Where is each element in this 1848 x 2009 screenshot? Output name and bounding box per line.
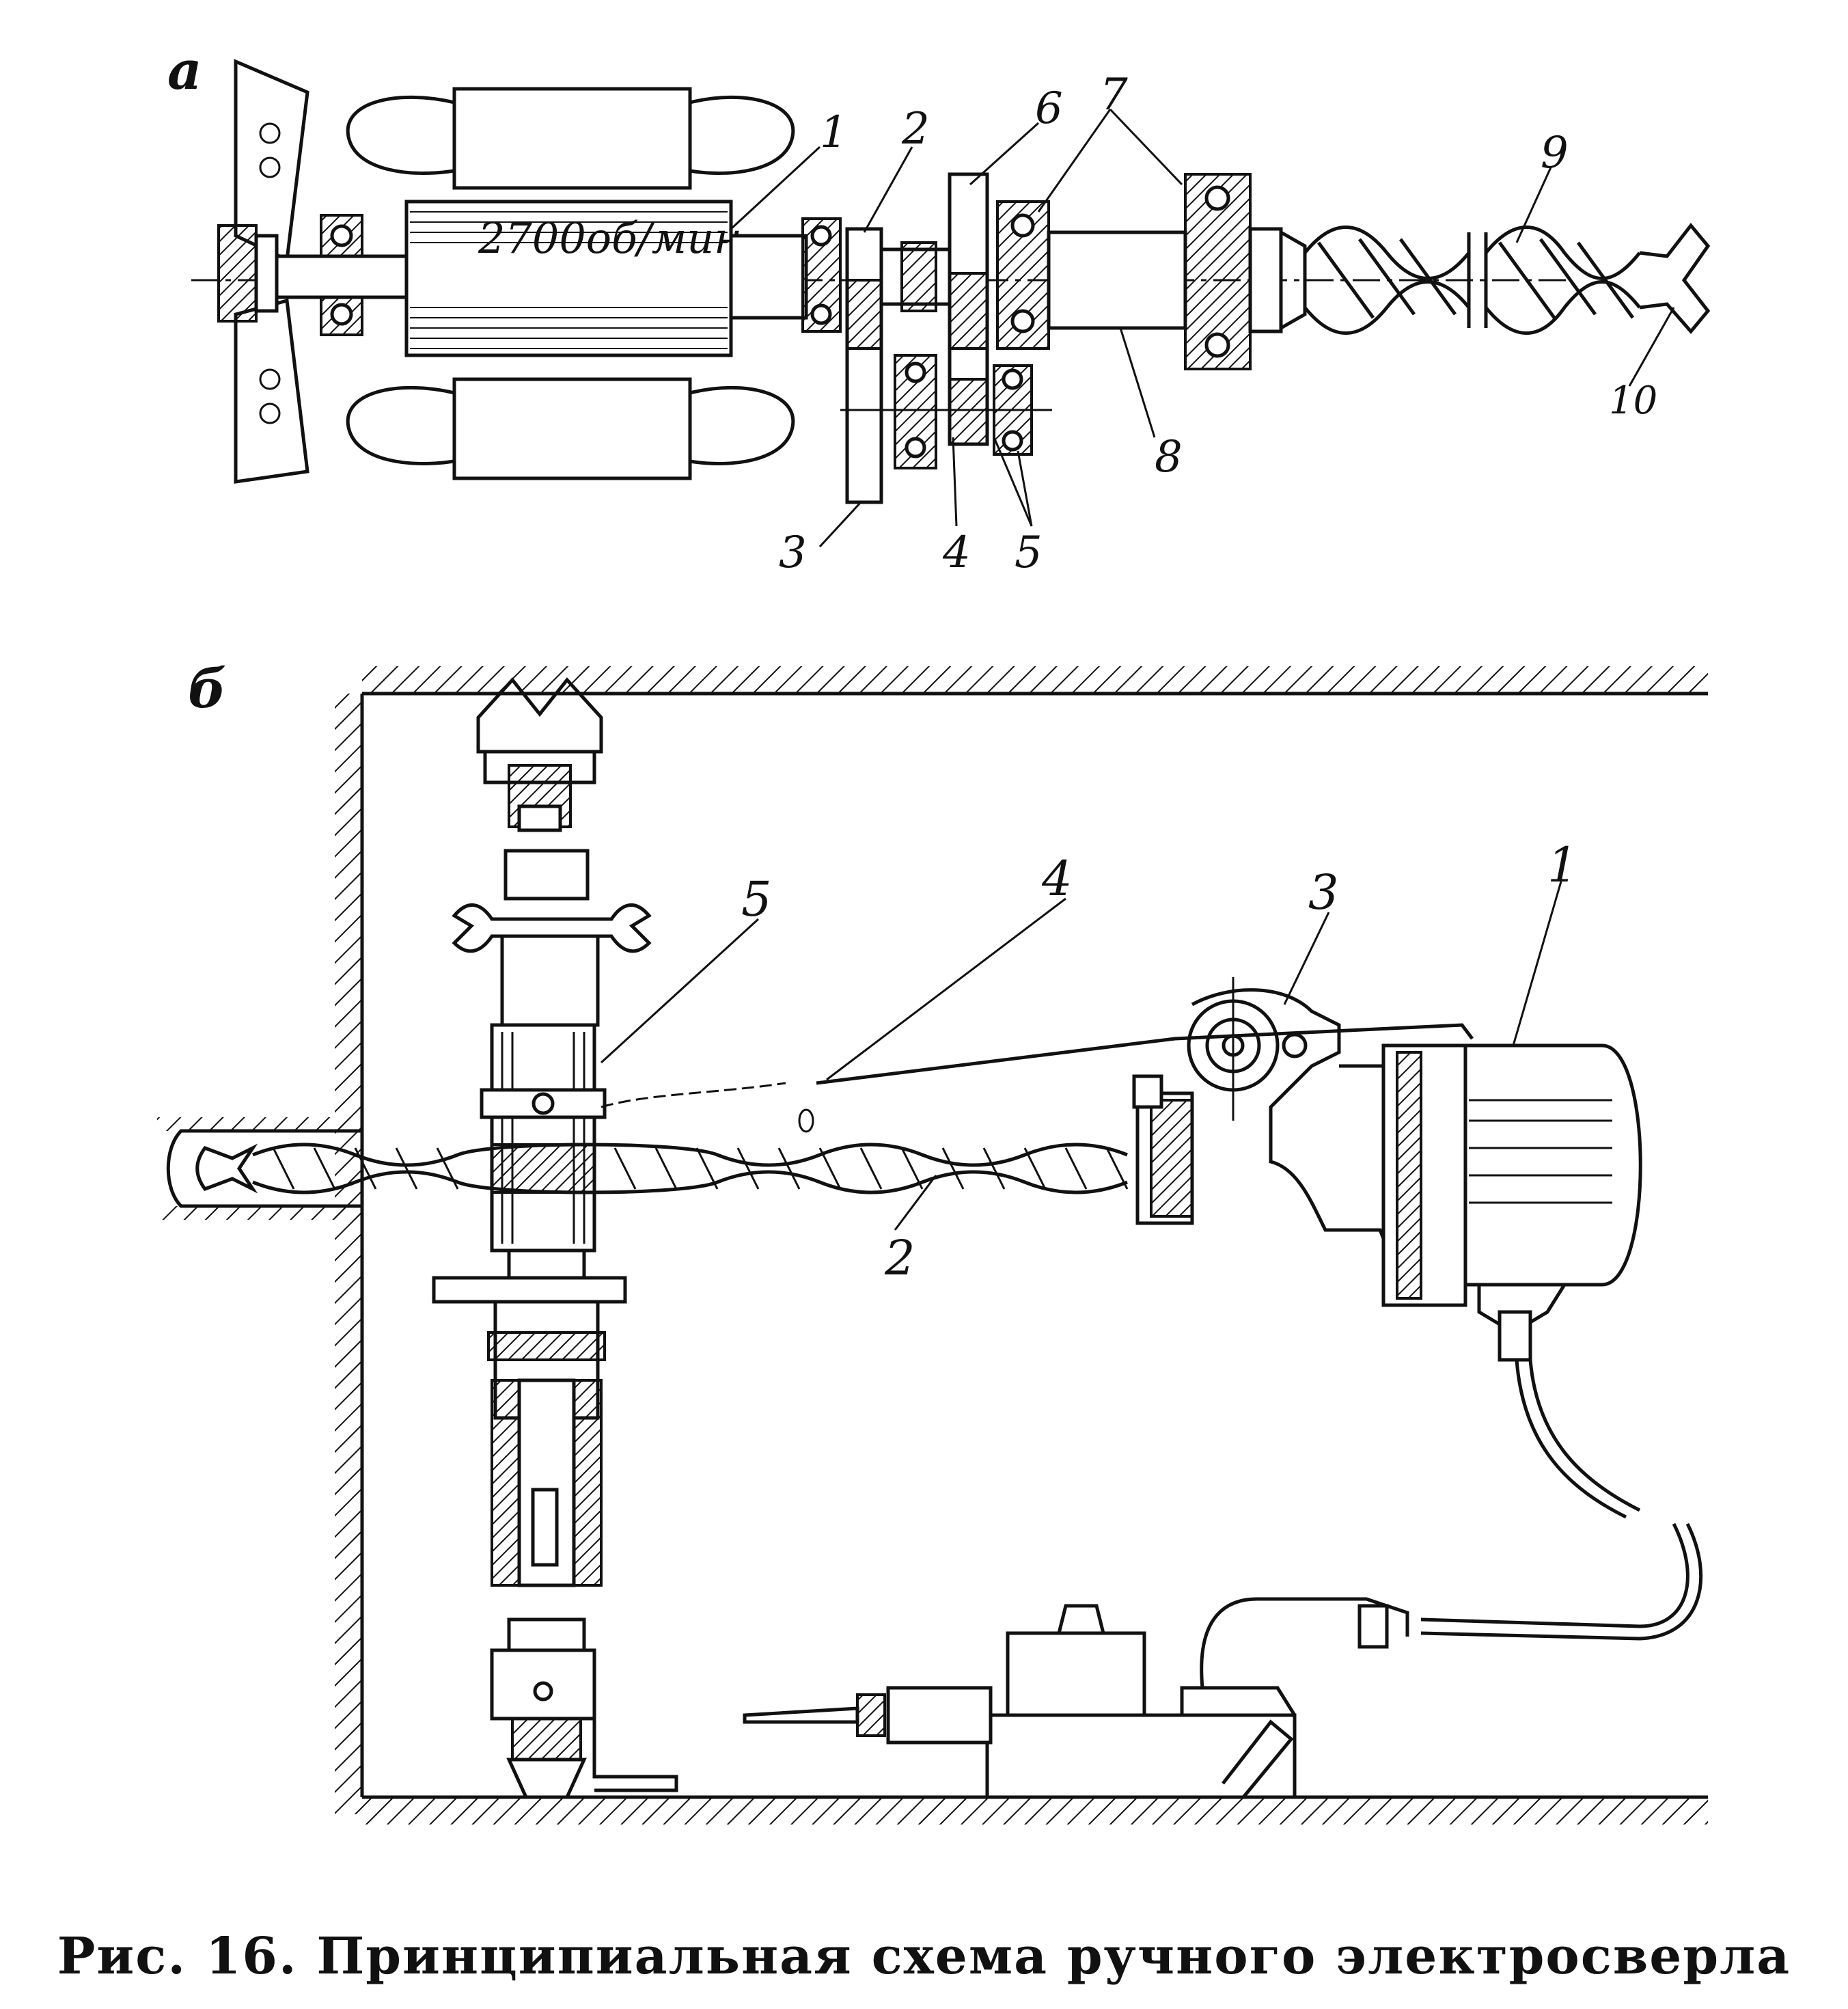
- label-a-9: 9: [1541, 128, 1569, 178]
- right-motor-bearing: [801, 217, 842, 333]
- panel-b-letter: б: [188, 658, 226, 720]
- leaders-a: [730, 108, 1675, 548]
- figure-caption: Рис. 16. Принципиальная схема ручного эл…: [57, 1927, 1791, 1986]
- label-a-5: 5: [1015, 528, 1043, 578]
- feed-chain: [601, 1023, 1474, 1133]
- gear-train: [840, 172, 1052, 504]
- shaft-left: [275, 254, 415, 299]
- rpm-label: 2700об/мин: [478, 213, 742, 263]
- rock-walls: [157, 666, 1708, 1824]
- label-b-2: 2: [884, 1230, 915, 1286]
- label-a-7: 7: [1100, 70, 1128, 120]
- spindle: [996, 173, 1307, 370]
- cable-upper: [1515, 1359, 1627, 1519]
- panel-b: б: [157, 658, 1708, 1824]
- label-b-4: 4: [1041, 851, 1073, 907]
- label-a-4: 4: [942, 528, 971, 578]
- label-a-3: 3: [779, 528, 807, 578]
- starter-box: [743, 1597, 1409, 1799]
- drill-bit-b: [195, 1143, 1129, 1194]
- label-a-6: 6: [1035, 83, 1063, 134]
- label-a-1: 1: [820, 107, 848, 158]
- cable-upper-2: [1528, 1359, 1641, 1512]
- panel-a: а: [167, 40, 1711, 578]
- label-b-1: 1: [1547, 837, 1578, 893]
- label-b-3: 3: [1308, 864, 1339, 920]
- label-a-8: 8: [1155, 432, 1183, 482]
- rotor: 2700об/мин: [404, 200, 742, 357]
- leaders-b: [600, 881, 1562, 1231]
- label-a-10: 10: [1609, 379, 1657, 423]
- stator: [346, 87, 795, 480]
- cable-lower: [1420, 1522, 1690, 1628]
- fan: [217, 59, 309, 484]
- electric-drill: [1132, 977, 1642, 1362]
- label-b-5: 5: [741, 871, 772, 927]
- label-a-2: 2: [901, 104, 930, 154]
- cable-lower-2: [1420, 1522, 1702, 1641]
- drill-bit-a: [1304, 223, 1711, 335]
- column-support: [432, 677, 678, 1799]
- panel-a-letter: а: [167, 40, 202, 102]
- gear-3: [845, 227, 883, 504]
- shaft-right: [729, 234, 808, 320]
